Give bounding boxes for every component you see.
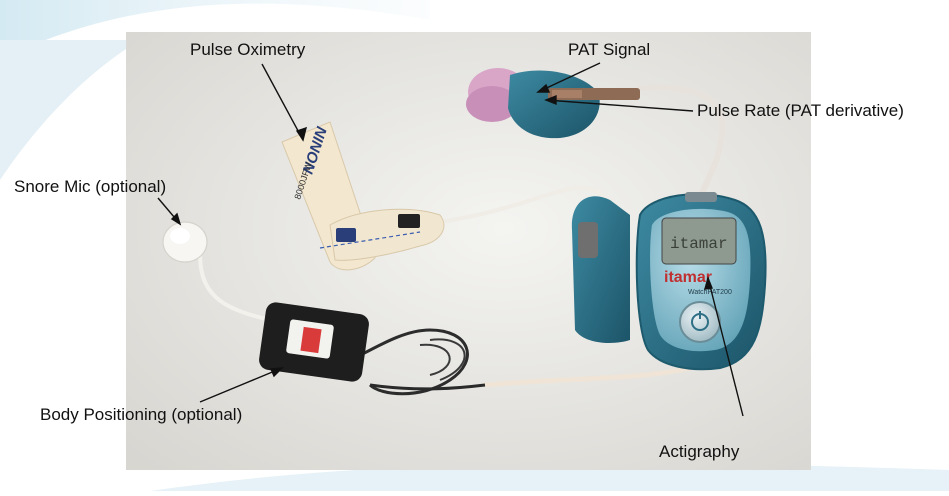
label-pulse-oximetry: Pulse Oximetry bbox=[190, 40, 306, 59]
device-brand: itamar bbox=[664, 269, 712, 286]
arrow-body-positioning bbox=[199, 367, 283, 403]
annotation-arrows bbox=[157, 62, 744, 417]
mic-cable bbox=[198, 254, 271, 322]
label-snore-mic: Snore Mic (optional) bbox=[14, 177, 167, 196]
arrow-actigraphy bbox=[707, 277, 744, 417]
device-cable-dark bbox=[369, 383, 486, 391]
device-cable bbox=[482, 365, 693, 388]
label-body-positioning: Body Positioning (optional) bbox=[40, 405, 243, 424]
position-cable-coil bbox=[419, 338, 466, 381]
device-display: itamar bbox=[670, 235, 728, 253]
body-position-sensor bbox=[259, 302, 369, 382]
watchpat-device: itamar itamar WatchPAT200 bbox=[571, 192, 767, 371]
pat-finger-probe bbox=[466, 68, 640, 139]
position-cable bbox=[354, 328, 469, 396]
arrow-pulse-rate bbox=[545, 99, 694, 112]
power-button bbox=[679, 301, 721, 343]
pat-cable bbox=[637, 84, 726, 203]
label-actigraphy: Actigraphy bbox=[659, 442, 740, 461]
label-pulse-rate: Pulse Rate (PAT derivative) bbox=[697, 101, 904, 120]
background-swoosh bbox=[0, 40, 140, 180]
device-model: WatchPAT200 bbox=[688, 289, 732, 296]
background-swoosh bbox=[0, 0, 430, 60]
snore-mic bbox=[162, 221, 208, 263]
label-pat-signal: PAT Signal bbox=[568, 40, 651, 59]
arrow-pat-signal bbox=[537, 62, 601, 93]
arrow-pulse-oximetry bbox=[261, 63, 304, 141]
